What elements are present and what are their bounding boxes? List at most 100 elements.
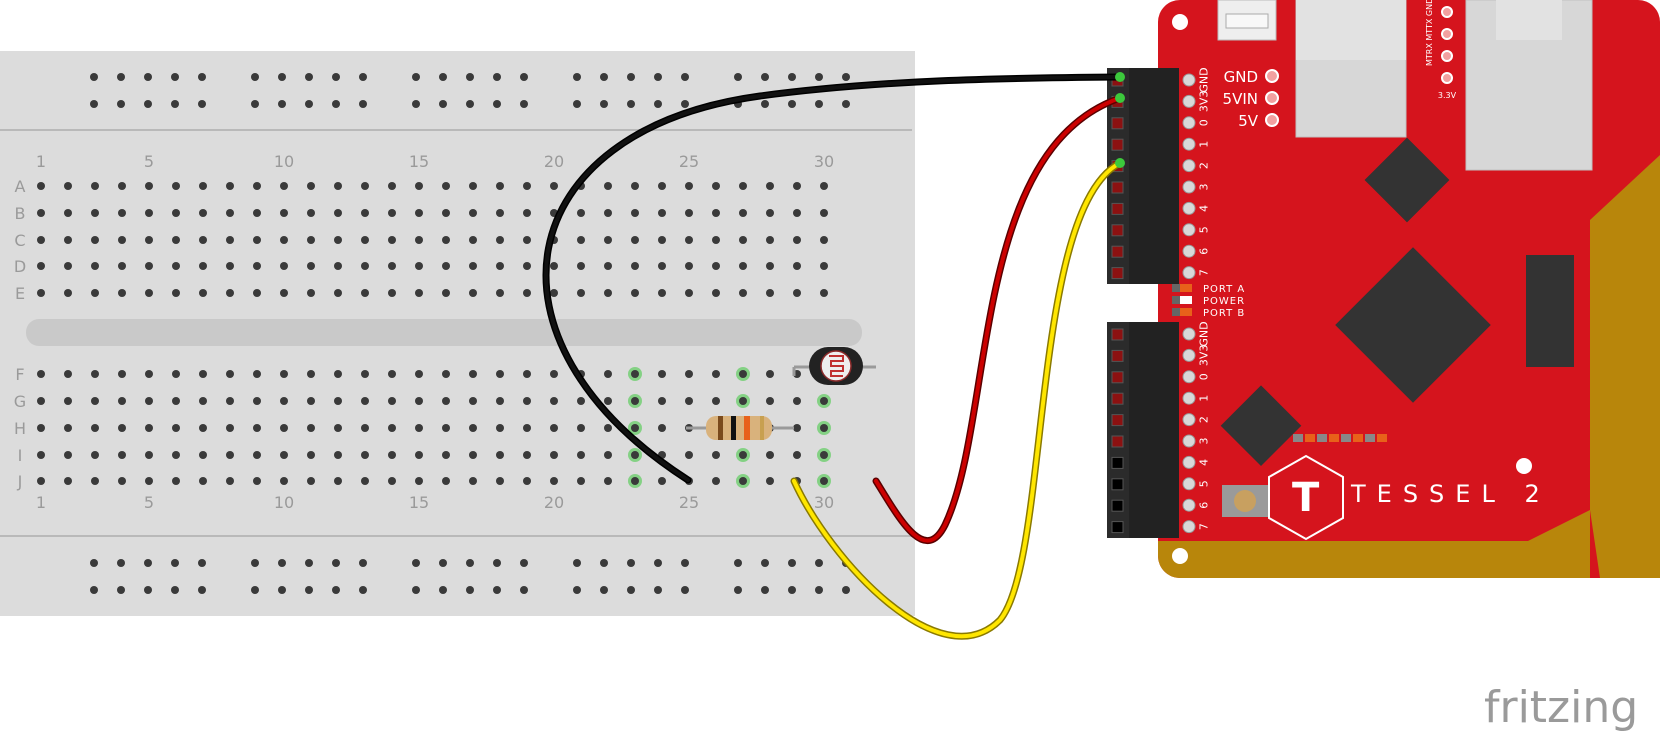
header-pin (1111, 521, 1124, 534)
breadboard-hole (739, 289, 747, 297)
rail-hole (117, 73, 125, 81)
breadboard-hole (442, 182, 450, 190)
breadboard-hole (361, 209, 369, 217)
breadboard-hole (253, 262, 261, 270)
rail-hole (171, 559, 179, 567)
breadboard-hole (523, 424, 531, 432)
breadboard-hole (793, 424, 801, 432)
breadboard-hole (388, 451, 396, 459)
rail-hole (493, 100, 501, 108)
header-pin (1111, 414, 1124, 427)
breadboard-hole (442, 451, 450, 459)
breadboard-hole (388, 262, 396, 270)
port-marker (1180, 296, 1192, 304)
header-pin-label: 6 (1198, 248, 1211, 255)
rail-hole (171, 586, 179, 594)
rail-hole (788, 586, 796, 594)
rail-hole (734, 73, 742, 81)
breadboard-hole (118, 262, 126, 270)
breadboard-hole (145, 236, 153, 244)
breadboard-hole (388, 182, 396, 190)
rail-hole (520, 73, 528, 81)
row-label: A (15, 177, 26, 196)
rail-hole (439, 586, 447, 594)
power-wire (874, 96, 1122, 543)
header-pad (1182, 116, 1196, 130)
breadboard-hole (145, 424, 153, 432)
breadboard-hole (64, 289, 72, 297)
breadboard-hole (604, 397, 612, 405)
breadboard-hole (37, 477, 45, 485)
rail-hole (359, 559, 367, 567)
rail-hole (842, 100, 850, 108)
breadboard-hole (550, 397, 558, 405)
header-pin-label: 7 (1198, 269, 1211, 276)
led (1377, 434, 1387, 442)
rail-hole (600, 586, 608, 594)
breadboard-hole (793, 262, 801, 270)
rail-hole (117, 586, 125, 594)
header-pin-label: 4 (1198, 459, 1211, 466)
breadboard-hole (334, 424, 342, 432)
breadboard-hole (199, 424, 207, 432)
breadboard-hole (145, 209, 153, 217)
rail-hole (90, 73, 98, 81)
rail-hole (734, 586, 742, 594)
header-pad (1182, 327, 1196, 341)
board-gold-right (1590, 155, 1660, 578)
breadboard-hole (280, 451, 288, 459)
breadboard-hole (604, 424, 612, 432)
row-label: H (14, 419, 26, 438)
breadboard-hole (604, 262, 612, 270)
power-pin-pad (1265, 113, 1279, 127)
breadboard-hole (388, 424, 396, 432)
rail-hole (600, 559, 608, 567)
breadboard-hole (307, 451, 315, 459)
breadboard-hole (37, 262, 45, 270)
rail-hole (412, 586, 420, 594)
breadboard-hole (226, 477, 234, 485)
column-label-bottom: 10 (274, 493, 294, 512)
power-wire-end (1115, 93, 1125, 103)
breadboard-hole (226, 236, 234, 244)
breadboard-hole (712, 370, 720, 378)
port-name-label: PORT A (1203, 284, 1245, 295)
rail-hole (439, 73, 447, 81)
breadboard-hole (577, 424, 585, 432)
reset-button (1234, 490, 1256, 512)
breadboard-hole (307, 397, 315, 405)
rail-hole (359, 73, 367, 81)
breadboard-hole (307, 262, 315, 270)
breadboard-hole (145, 451, 153, 459)
header-pad (1182, 434, 1196, 448)
small-pin-pad (1441, 6, 1453, 18)
breadboard-hole (496, 397, 504, 405)
resistor-band-3 (744, 416, 750, 440)
logo-hexagon (1268, 454, 1344, 541)
breadboard-hole (631, 477, 639, 485)
breadboard-hole (334, 370, 342, 378)
breadboard-hole (118, 451, 126, 459)
breadboard-hole (415, 209, 423, 217)
breadboard-hole (469, 477, 477, 485)
header-pin (1111, 499, 1124, 512)
breadboard-hole (361, 424, 369, 432)
breadboard-hole (793, 451, 801, 459)
breadboard-hole (550, 477, 558, 485)
rail-hole (305, 73, 313, 81)
small-pin-pad (1441, 50, 1453, 62)
rail-hole (842, 73, 850, 81)
breadboard-hole (712, 209, 720, 217)
breadboard-hole (145, 182, 153, 190)
breadboard-hole (280, 289, 288, 297)
breadboard-hole (199, 182, 207, 190)
breadboard-hole (145, 289, 153, 297)
breadboard-hole (766, 370, 774, 378)
rail-hole (466, 559, 474, 567)
rail-hole (278, 73, 286, 81)
breadboard-hole (64, 397, 72, 405)
breadboard-hole (685, 451, 693, 459)
